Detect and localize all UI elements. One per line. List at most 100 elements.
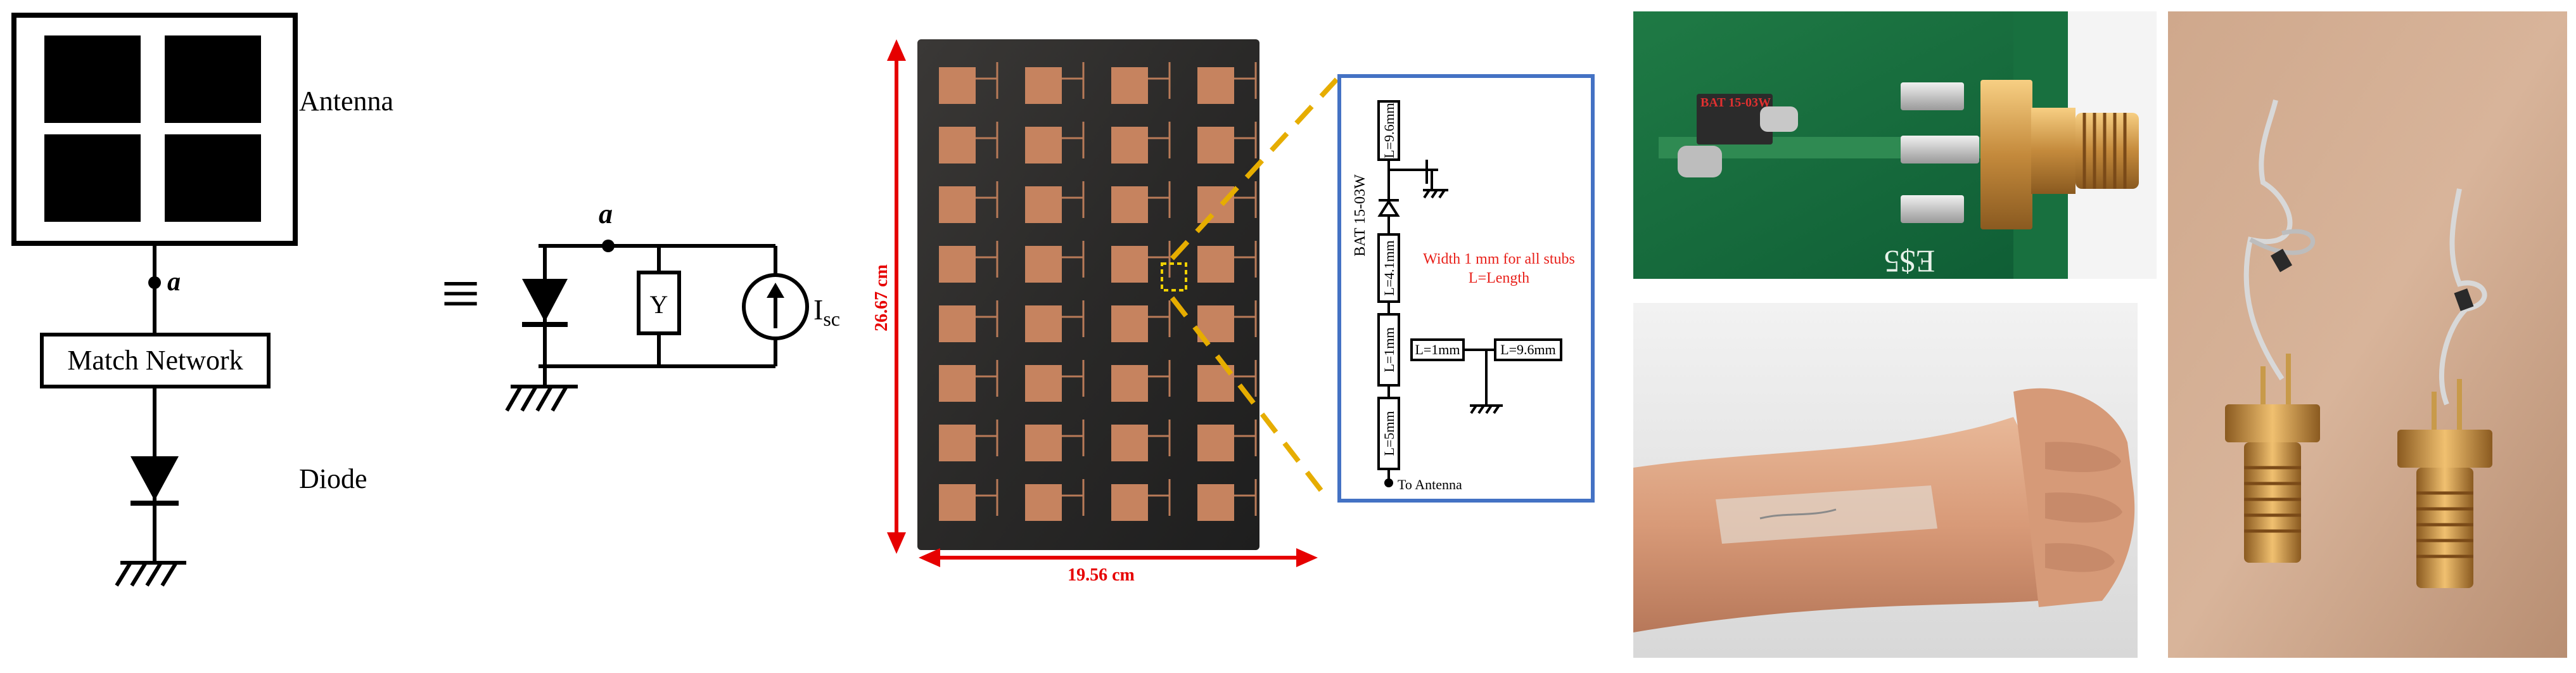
feed-stub xyxy=(976,360,998,397)
note-line2: L=Length xyxy=(1469,270,1529,286)
finger xyxy=(2045,492,2122,523)
array-cells xyxy=(939,62,1257,521)
width-label: 19.56 cm xyxy=(1068,565,1135,585)
stub-bottom-box xyxy=(1377,397,1400,470)
feed-stub xyxy=(1062,360,1085,397)
finger xyxy=(2045,543,2115,572)
copper-patch xyxy=(1197,67,1234,104)
copper-patch xyxy=(1025,305,1062,342)
pad xyxy=(1901,136,1979,163)
admittance-label: Y xyxy=(650,290,668,319)
antenna-label: Antenna xyxy=(299,86,393,117)
stub-side2-label: L=9.6mm xyxy=(1500,342,1556,357)
feed-stub xyxy=(1148,241,1171,278)
feed-stub xyxy=(1148,420,1171,456)
feed-stub xyxy=(1062,181,1085,218)
detail-leader-lines xyxy=(1170,69,1346,496)
wire-right xyxy=(2439,188,2487,406)
copper-patch xyxy=(939,186,976,223)
antenna-patch xyxy=(44,134,141,222)
copper-patch xyxy=(1197,484,1234,521)
feed-stub xyxy=(1148,62,1171,99)
solder-blob xyxy=(1678,146,1722,177)
ground-symbol xyxy=(505,385,578,412)
wrist-photo xyxy=(1633,303,2138,658)
copper-patch xyxy=(939,365,976,402)
current-label: Isc xyxy=(813,293,840,330)
detail-diode-label: BAT 15-03W xyxy=(1352,174,1368,257)
ground-symbol xyxy=(1470,404,1503,414)
sma-wire-photo xyxy=(2168,11,2567,658)
feed-stub xyxy=(1234,122,1257,158)
copper-patch xyxy=(1197,186,1234,223)
wire-diode-left xyxy=(2270,248,2293,272)
diode-symbol xyxy=(131,456,179,501)
copper-patch xyxy=(939,246,976,283)
feed-stub xyxy=(1062,62,1085,99)
sma-connector-left xyxy=(2225,354,2320,563)
leader-top xyxy=(1170,69,1346,260)
stub-side1-box xyxy=(1410,338,1465,361)
node-a-dot xyxy=(148,276,161,289)
pad xyxy=(1901,195,1964,223)
copper-patch xyxy=(939,67,976,104)
feed-stub xyxy=(1234,360,1257,397)
wood-surface xyxy=(2168,11,2567,658)
pad xyxy=(1901,82,1964,110)
diode-symbol xyxy=(522,279,568,322)
match-network-label: Match Network xyxy=(67,345,243,376)
stub-top-label: L=9.6mm xyxy=(1381,103,1397,158)
stub-mid-box xyxy=(1377,233,1400,303)
ground-symbol xyxy=(1423,170,1448,199)
feed-stub xyxy=(976,122,998,158)
to-antenna-label: To Antenna xyxy=(1398,477,1462,492)
copper-patch xyxy=(1025,67,1062,104)
feed-stub xyxy=(1234,62,1257,99)
copper-patch xyxy=(1111,425,1148,461)
antenna-patch xyxy=(165,134,261,222)
copper-patch xyxy=(1197,127,1234,163)
copper-patch xyxy=(1111,305,1148,342)
stub-side2-box xyxy=(1494,338,1562,361)
feed-stub xyxy=(1148,479,1171,516)
height-arrow-bottom xyxy=(887,532,906,554)
note-line1: Width 1 mm for all stubs xyxy=(1423,251,1575,267)
stub-mid-label: L=4.1mm xyxy=(1381,240,1397,296)
stub-side1-label: L=1mm xyxy=(1415,342,1460,357)
feed-stub xyxy=(976,62,998,99)
stub-lower-label: L=1mm xyxy=(1381,327,1397,372)
copper-patch xyxy=(1111,484,1148,521)
copper-patch xyxy=(1025,425,1062,461)
ground-symbol xyxy=(115,561,186,587)
feed-stub xyxy=(1234,241,1257,278)
stub-top-box xyxy=(1377,100,1400,161)
copper-patch xyxy=(1111,127,1148,163)
admittance-box xyxy=(637,271,681,335)
feed-stub xyxy=(1234,420,1257,456)
current-arrow-head xyxy=(767,283,784,298)
diode-label: Diode xyxy=(299,463,367,494)
wire-sensor xyxy=(1759,508,1837,520)
feed-stub xyxy=(1234,479,1257,516)
finger xyxy=(2045,442,2121,472)
copper-patch xyxy=(939,425,976,461)
feed-stub xyxy=(976,300,998,337)
antenna-patch xyxy=(165,35,261,123)
feed-stub xyxy=(1062,122,1085,158)
selected-cell-marker xyxy=(1161,262,1187,292)
equivalence-symbol: ≡ xyxy=(441,255,480,332)
copper-patch xyxy=(1025,365,1062,402)
antenna-array-photo: 26.67 cm 19.56 cm xyxy=(872,39,1318,585)
copper-patch xyxy=(1197,246,1234,283)
sma-thread xyxy=(2075,113,2139,189)
array-board xyxy=(917,39,1259,550)
feed-stub xyxy=(1062,479,1085,516)
node-a-label: a xyxy=(167,267,181,297)
solder-blob xyxy=(1760,106,1798,132)
feed-stub xyxy=(1062,241,1085,278)
copper-patch xyxy=(1025,246,1062,283)
copper-patch xyxy=(1197,425,1234,461)
feed-stub xyxy=(1148,360,1171,397)
chip-label: BAT 15-03W xyxy=(1700,96,1771,110)
copper-patch xyxy=(1111,67,1148,104)
